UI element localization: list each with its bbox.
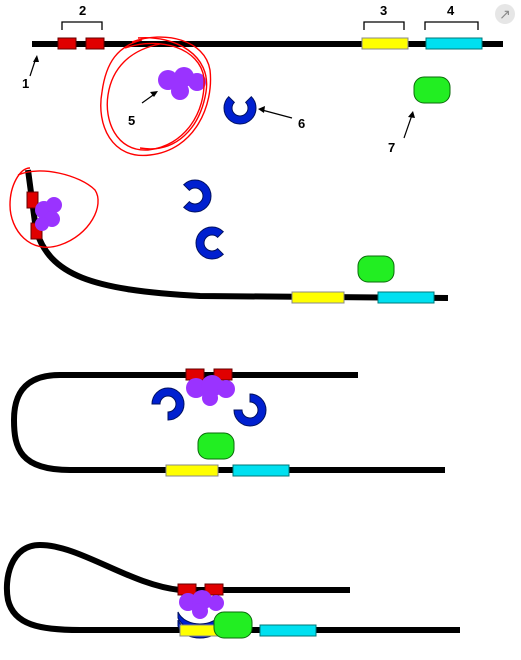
red-annotation-circle	[9, 167, 99, 248]
arrowhead-6	[258, 106, 265, 113]
enhancer-box	[26, 191, 39, 209]
bracket-4	[424, 21, 479, 30]
promoter-box	[165, 464, 219, 477]
label-1: 1	[22, 76, 29, 91]
mediator-protein	[151, 387, 185, 421]
label-2: 2	[79, 3, 86, 18]
arrowhead-5	[150, 91, 158, 97]
mediator-protein	[216, 84, 264, 132]
polymerase-protein	[213, 611, 253, 639]
mediator-protein	[188, 219, 236, 267]
label-3: 3	[380, 3, 387, 18]
bracket-3	[363, 21, 405, 30]
panel-4	[3, 541, 460, 639]
label-5: 5	[128, 113, 135, 128]
activator-protein	[158, 67, 206, 100]
gene-box	[425, 37, 483, 50]
gene-box	[377, 291, 435, 304]
arrow-6	[261, 109, 293, 119]
bracket-2	[61, 21, 103, 30]
activator-protein	[179, 590, 224, 619]
enhancer-box	[213, 368, 233, 381]
dna-loop	[10, 372, 445, 473]
dna-loop	[3, 541, 460, 633]
promoter-box	[361, 37, 409, 50]
enhancer-box	[85, 37, 105, 50]
gene-box	[259, 624, 317, 637]
activator-protein	[35, 197, 62, 231]
promoter-box	[291, 291, 345, 304]
panel-2	[9, 167, 449, 304]
mediator-protein	[171, 172, 219, 220]
label-4: 4	[447, 3, 455, 18]
polymerase-protein	[357, 255, 395, 283]
panel-3	[10, 368, 445, 477]
label-7: 7	[388, 140, 395, 155]
mediator-protein	[233, 393, 267, 427]
enhancer-box	[204, 583, 224, 596]
arrowhead-1	[33, 55, 39, 62]
panel-1: 2 3 4 1 5 6	[22, 3, 503, 157]
gene-box	[232, 464, 290, 477]
enhancer-box	[57, 37, 77, 50]
label-6: 6	[298, 116, 305, 131]
activator-protein	[186, 375, 235, 406]
polymerase-protein	[197, 432, 235, 460]
share-icon[interactable]: ↗	[495, 4, 515, 24]
arrow-7	[403, 114, 413, 139]
polymerase-protein	[413, 76, 451, 104]
arrowhead-7	[408, 111, 415, 118]
dna-strand-bent	[25, 169, 449, 301]
red-annotation-circle	[100, 36, 212, 157]
